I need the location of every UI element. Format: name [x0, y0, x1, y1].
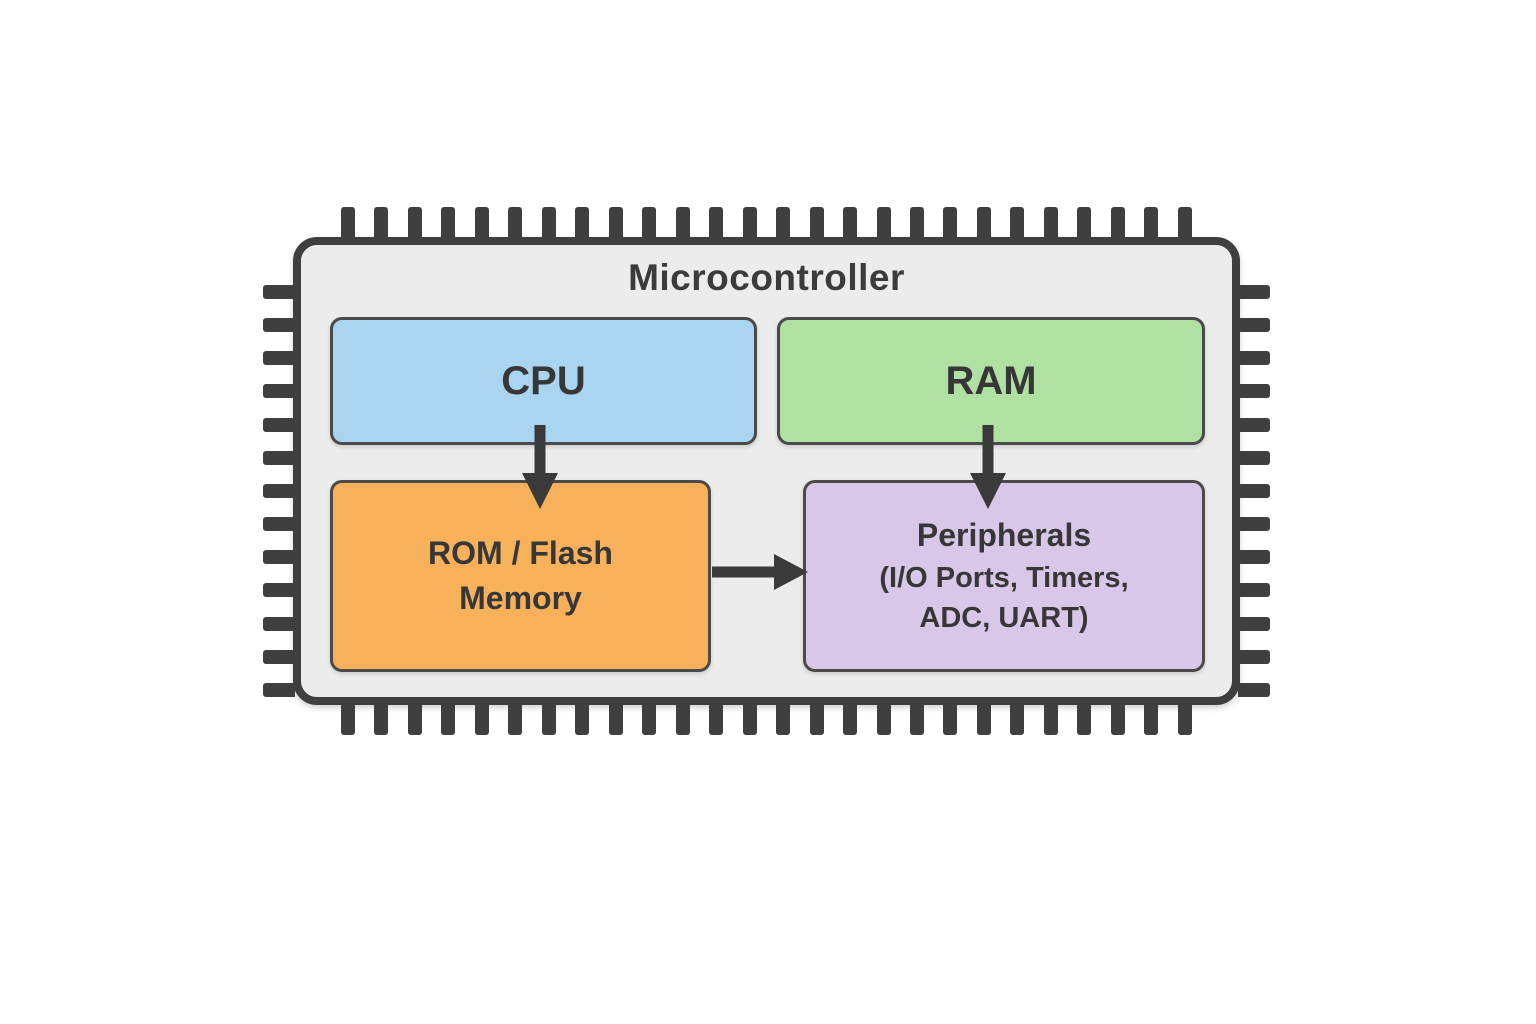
chip-pin [263, 550, 295, 565]
chip-pin [1043, 207, 1058, 239]
chip-pin [1238, 318, 1270, 333]
chip-pin [1077, 703, 1092, 735]
chip-pin [1238, 285, 1270, 299]
chip-pin [1238, 550, 1270, 565]
chip-pin [407, 207, 422, 239]
peripherals-sub-line1: (I/O Ports, Timers, [879, 561, 1129, 594]
chip-pin [1238, 682, 1270, 697]
chip-pin [1043, 703, 1058, 735]
chip-pin [541, 703, 556, 735]
chip-pin [407, 703, 422, 735]
chip-pin [809, 703, 824, 735]
chip-pin [976, 703, 991, 735]
chip-pin [1144, 703, 1159, 735]
chip-pin [474, 207, 489, 239]
cpu-block: CPU [330, 317, 757, 445]
chip-pin [642, 703, 657, 735]
chip-pin [263, 351, 295, 366]
arrow-rom-to-peripherals-icon [712, 554, 808, 590]
chip-pin [1238, 583, 1270, 598]
chip-pin [642, 207, 657, 239]
chip-pin [1238, 351, 1270, 366]
chip-pin [776, 207, 791, 239]
chip-pin [263, 649, 295, 664]
chip-pin [1177, 703, 1192, 735]
rom-label-line2: Memory [459, 580, 582, 616]
peripherals-sub-line2: ADC, UART) [919, 602, 1089, 635]
peripherals-label: Peripherals [916, 517, 1092, 553]
chip-pin [1110, 207, 1125, 239]
chip-pin [1238, 384, 1270, 399]
pins-right [1238, 285, 1270, 697]
rom-flash-block: ROM / Flash Memory [330, 480, 711, 672]
chip-pin [675, 207, 690, 239]
chip-pin [508, 703, 523, 735]
chip-pin [608, 703, 623, 735]
chip-pin [441, 207, 456, 239]
chip-pin [575, 703, 590, 735]
chip-pin [1010, 207, 1025, 239]
chip-pin [943, 703, 958, 735]
chip-pin [909, 207, 924, 239]
chip-pin [1177, 207, 1192, 239]
chip-pin [441, 703, 456, 735]
chip-pin [541, 207, 556, 239]
pins-bottom [341, 703, 1192, 735]
chip-pin [742, 207, 757, 239]
arrow-cpu-to-rom-icon [522, 425, 558, 509]
chip-pin [1238, 450, 1270, 465]
chip-pin [374, 207, 389, 239]
chip-pin [843, 207, 858, 239]
chip-pin [263, 517, 295, 532]
chip-pin [742, 703, 757, 735]
chip-pin [943, 207, 958, 239]
chip-pin [1238, 517, 1270, 532]
chip-pin [608, 207, 623, 239]
chip-pin [263, 682, 295, 697]
chip-pin [1110, 703, 1125, 735]
chip-pin [374, 703, 389, 735]
chip-pin [474, 703, 489, 735]
chip-pin [263, 417, 295, 432]
chip-pin [1238, 616, 1270, 631]
chip-pin [709, 703, 724, 735]
chip-pin [263, 318, 295, 333]
arrow-ram-to-peripherals-icon [970, 425, 1006, 509]
chip-pin [709, 207, 724, 239]
chip-pin [976, 207, 991, 239]
rom-label-line1: ROM / Flash [428, 535, 613, 572]
chip-pin [263, 616, 295, 631]
microcontroller-chip: Microcontroller CPU RAM ROM / Flash Memo… [263, 207, 1270, 735]
pins-left [263, 285, 295, 697]
chip-pin [263, 583, 295, 598]
chip-pin [1077, 207, 1092, 239]
chip-pin [1238, 649, 1270, 664]
ram-label: RAM [945, 358, 1037, 403]
chip-pin [341, 703, 355, 735]
chip-pin [263, 450, 295, 465]
chip-pin [263, 384, 295, 399]
chip-pin [263, 483, 295, 498]
chip-pin [843, 703, 858, 735]
chip-pin [508, 207, 523, 239]
chip-pin [876, 207, 891, 239]
pins-top [341, 207, 1192, 239]
peripherals-block: Peripherals (I/O Ports, Timers, ADC, UAR… [803, 480, 1205, 672]
chip-pin [1010, 703, 1025, 735]
chip-pin [776, 703, 791, 735]
chip-pin [1144, 207, 1159, 239]
chip-pin [876, 703, 891, 735]
chip-pin [909, 703, 924, 735]
chip-pin [1238, 483, 1270, 498]
chip-pin [263, 285, 295, 299]
cpu-label: CPU [501, 358, 586, 403]
chip-pin [809, 207, 824, 239]
chip-pin [341, 207, 355, 239]
chip-pin [575, 207, 590, 239]
chip-pin [1238, 417, 1270, 432]
chip-title: Microcontroller [628, 257, 905, 298]
chip-pin [675, 703, 690, 735]
